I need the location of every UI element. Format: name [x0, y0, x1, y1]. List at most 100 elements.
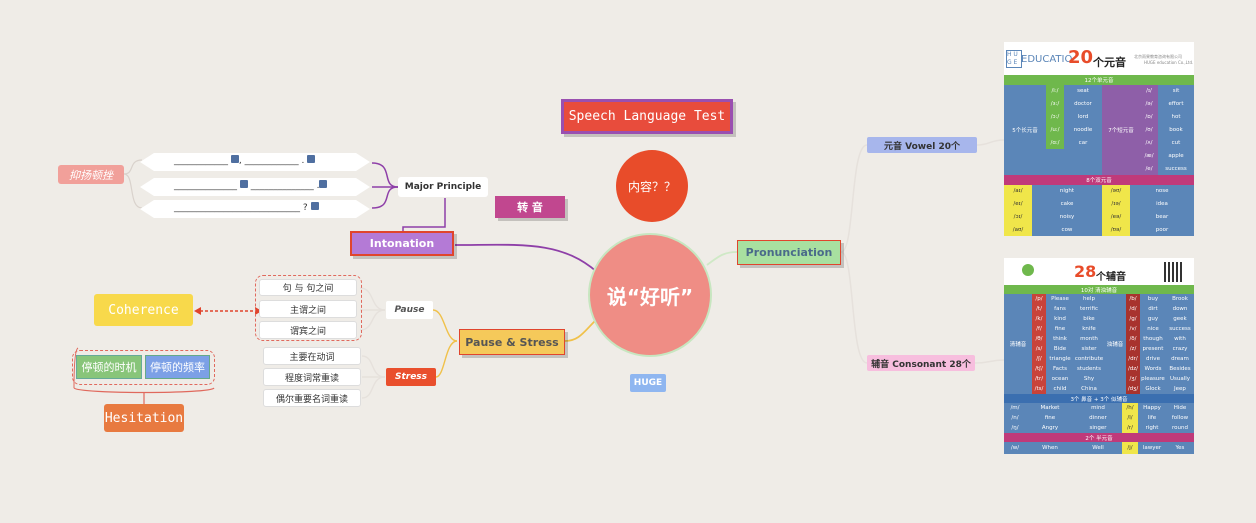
vowel-long-word: noodle	[1073, 126, 1093, 133]
approximant-word: Happy	[1143, 405, 1161, 411]
blank-line-3[interactable]: ____________________________ ?	[140, 200, 370, 218]
cons-voiced-word: present	[1142, 346, 1164, 352]
intonation-topic[interactable]: Intonation	[350, 231, 454, 256]
cons-voiced-symbol: /dʒ/	[1126, 384, 1140, 394]
pause-topic[interactable]: Pause	[386, 301, 433, 319]
consonant-topic[interactable]: 辅音 Consonant 28个	[867, 355, 975, 371]
approximant-word: round	[1172, 425, 1188, 431]
vowel-diphthong-grid: /aɪ/night/əʊ/nose/eɪ/cake/ɪə/idea/ɔɪ/noi…	[1004, 185, 1194, 236]
vowel-di-symbol: /eə/	[1102, 210, 1130, 224]
vowel-di-word: noisy	[1059, 213, 1075, 220]
pause-item-2[interactable]: 主谓之间	[259, 300, 357, 318]
cons-voiceless-symbol: /f/	[1032, 324, 1046, 334]
sound-icon	[310, 202, 319, 210]
hesitation-topic[interactable]: Hesitation	[104, 404, 184, 432]
vowel-di-word: night	[1059, 188, 1075, 195]
nasal-word: dinner	[1089, 415, 1107, 421]
vowel-short-symbol: /ə/	[1140, 97, 1158, 111]
vowel-long-symbol: /ɔ:/	[1046, 110, 1064, 124]
stress-item-2[interactable]: 程度词常重读	[263, 368, 361, 386]
vowel-section-2: 8个双元音	[1004, 175, 1194, 185]
pause-item-1[interactable]: 句 与 句之间	[259, 279, 357, 296]
vowel-long-word: seat	[1077, 88, 1089, 95]
semivowel-word: Yes	[1175, 445, 1185, 451]
cons-voiceless-word: triangle	[1049, 356, 1071, 362]
center-topic[interactable]: 说“好听”	[588, 233, 712, 357]
vowel-short-symbol: /ɒ/	[1140, 110, 1158, 124]
approximant-symbol: /r/	[1122, 423, 1138, 433]
zhuanyin-topic[interactable]: 转 音	[495, 196, 565, 218]
semivowel-word: When	[1042, 445, 1058, 451]
semivowel-symbol: /j/	[1122, 442, 1138, 454]
vowel-short-symbol: /e/	[1140, 162, 1158, 175]
major-principle-topic[interactable]: Major Principle	[398, 177, 488, 197]
stress-topic[interactable]: Stress	[386, 368, 436, 386]
vowel-di-symbol: /ɔɪ/	[1004, 210, 1032, 224]
pronunciation-topic[interactable]: Pronunciation	[737, 240, 841, 265]
content-topic[interactable]: 内容？？	[616, 150, 688, 222]
vowel-section-1: 12个单元音	[1004, 75, 1194, 85]
cons-voiced-word: Besides	[1169, 366, 1191, 372]
pause-item-3[interactable]: 谓宾之间	[259, 321, 357, 339]
pause-stress-topic[interactable]: Pause & Stress	[459, 329, 565, 355]
vowel-short-word: book	[1169, 126, 1183, 133]
cons-voiced-symbol: /v/	[1126, 324, 1140, 334]
approximant-word: follow	[1171, 415, 1189, 421]
approximant-word: right	[1145, 425, 1159, 431]
vowel-short-word: hot	[1171, 114, 1181, 121]
speech-language-test-title[interactable]: Speech Language Test	[561, 99, 733, 134]
cons-voiceless-symbol: /ʃ/	[1032, 354, 1046, 364]
vowel-short-symbol: /ʌ/	[1140, 136, 1158, 150]
cons-voiced-symbol: /ʒ/	[1126, 374, 1140, 384]
cons-voiceless-symbol: /p/	[1032, 294, 1046, 304]
huge-tag[interactable]: HUGE	[630, 374, 666, 392]
vowel-di-symbol: /əʊ/	[1102, 185, 1130, 198]
nasal-word: fine	[1044, 415, 1056, 421]
cons-voiced-word: dream	[1171, 356, 1189, 362]
cons-voiced-word: Brook	[1172, 296, 1188, 302]
hesitation-item-2[interactable]: 停顿的频率	[145, 355, 210, 379]
cons-voiceless-symbol: /t/	[1032, 304, 1046, 314]
cons-voiced-word: buy	[1147, 296, 1159, 302]
cons-voiced-word: Jeep	[1174, 386, 1186, 392]
cons-voiceless-word: ocean	[1051, 376, 1069, 382]
cons-voiced-word: with	[1174, 336, 1186, 342]
cons-voiceless-word: think	[1053, 336, 1067, 342]
nasal-word: singer	[1089, 425, 1107, 431]
stress-item-3[interactable]: 偶尔重要名词重读	[263, 389, 361, 407]
nasal-word: mind	[1091, 405, 1105, 411]
vowel-di-symbol: /eɪ/	[1004, 197, 1032, 211]
vowel-long-group: 5个长元音	[1004, 85, 1046, 175]
cons-voiced-symbol: /z/	[1126, 344, 1140, 354]
cons-voiceless-word: fine	[1054, 326, 1066, 332]
hesitation-item-1[interactable]: 停顿的时机	[76, 355, 142, 379]
cons-section-2: 3个 鼻音 + 3个 似辅音	[1004, 394, 1194, 403]
cons-voiceless-group: 清辅音	[1004, 294, 1032, 394]
cons-voiced-word: down	[1172, 306, 1188, 312]
yiyang-topic[interactable]: 抑扬顿挫	[58, 165, 124, 184]
blank-line-2[interactable]: ______________ ______________ .	[140, 178, 370, 196]
nasal-word: Market	[1040, 405, 1060, 411]
stress-item-1[interactable]: 主要在动词	[263, 347, 361, 365]
cons-voiceless-word: kind	[1054, 316, 1066, 322]
cons-section-3: 2个 半元音	[1004, 433, 1194, 442]
vowel-di-symbol: /ɪə/	[1102, 197, 1130, 211]
vowel-topic[interactable]: 元音 Vowel 20个	[867, 137, 977, 153]
vowel-long-symbol: /ɜ:/	[1046, 97, 1064, 111]
cons-voiceless-word: Facts	[1052, 366, 1068, 372]
cons-voiced-word: Words	[1144, 366, 1162, 372]
vowel-di-symbol: /ʊə/	[1102, 223, 1130, 236]
cons-voiced-symbol: /d/	[1126, 304, 1140, 314]
nasal-symbol: /ŋ/	[1011, 425, 1019, 431]
cons-voiced-word: Usually	[1169, 376, 1191, 382]
vowel-di-word: nose	[1155, 188, 1169, 195]
blank-line-1[interactable]: ____________ , ____________ .	[140, 153, 370, 171]
nasal-word: Angry	[1041, 425, 1059, 431]
coherence-topic[interactable]: Coherence	[94, 294, 193, 326]
cons-section-1: 10对 清浊辅音	[1004, 285, 1194, 294]
